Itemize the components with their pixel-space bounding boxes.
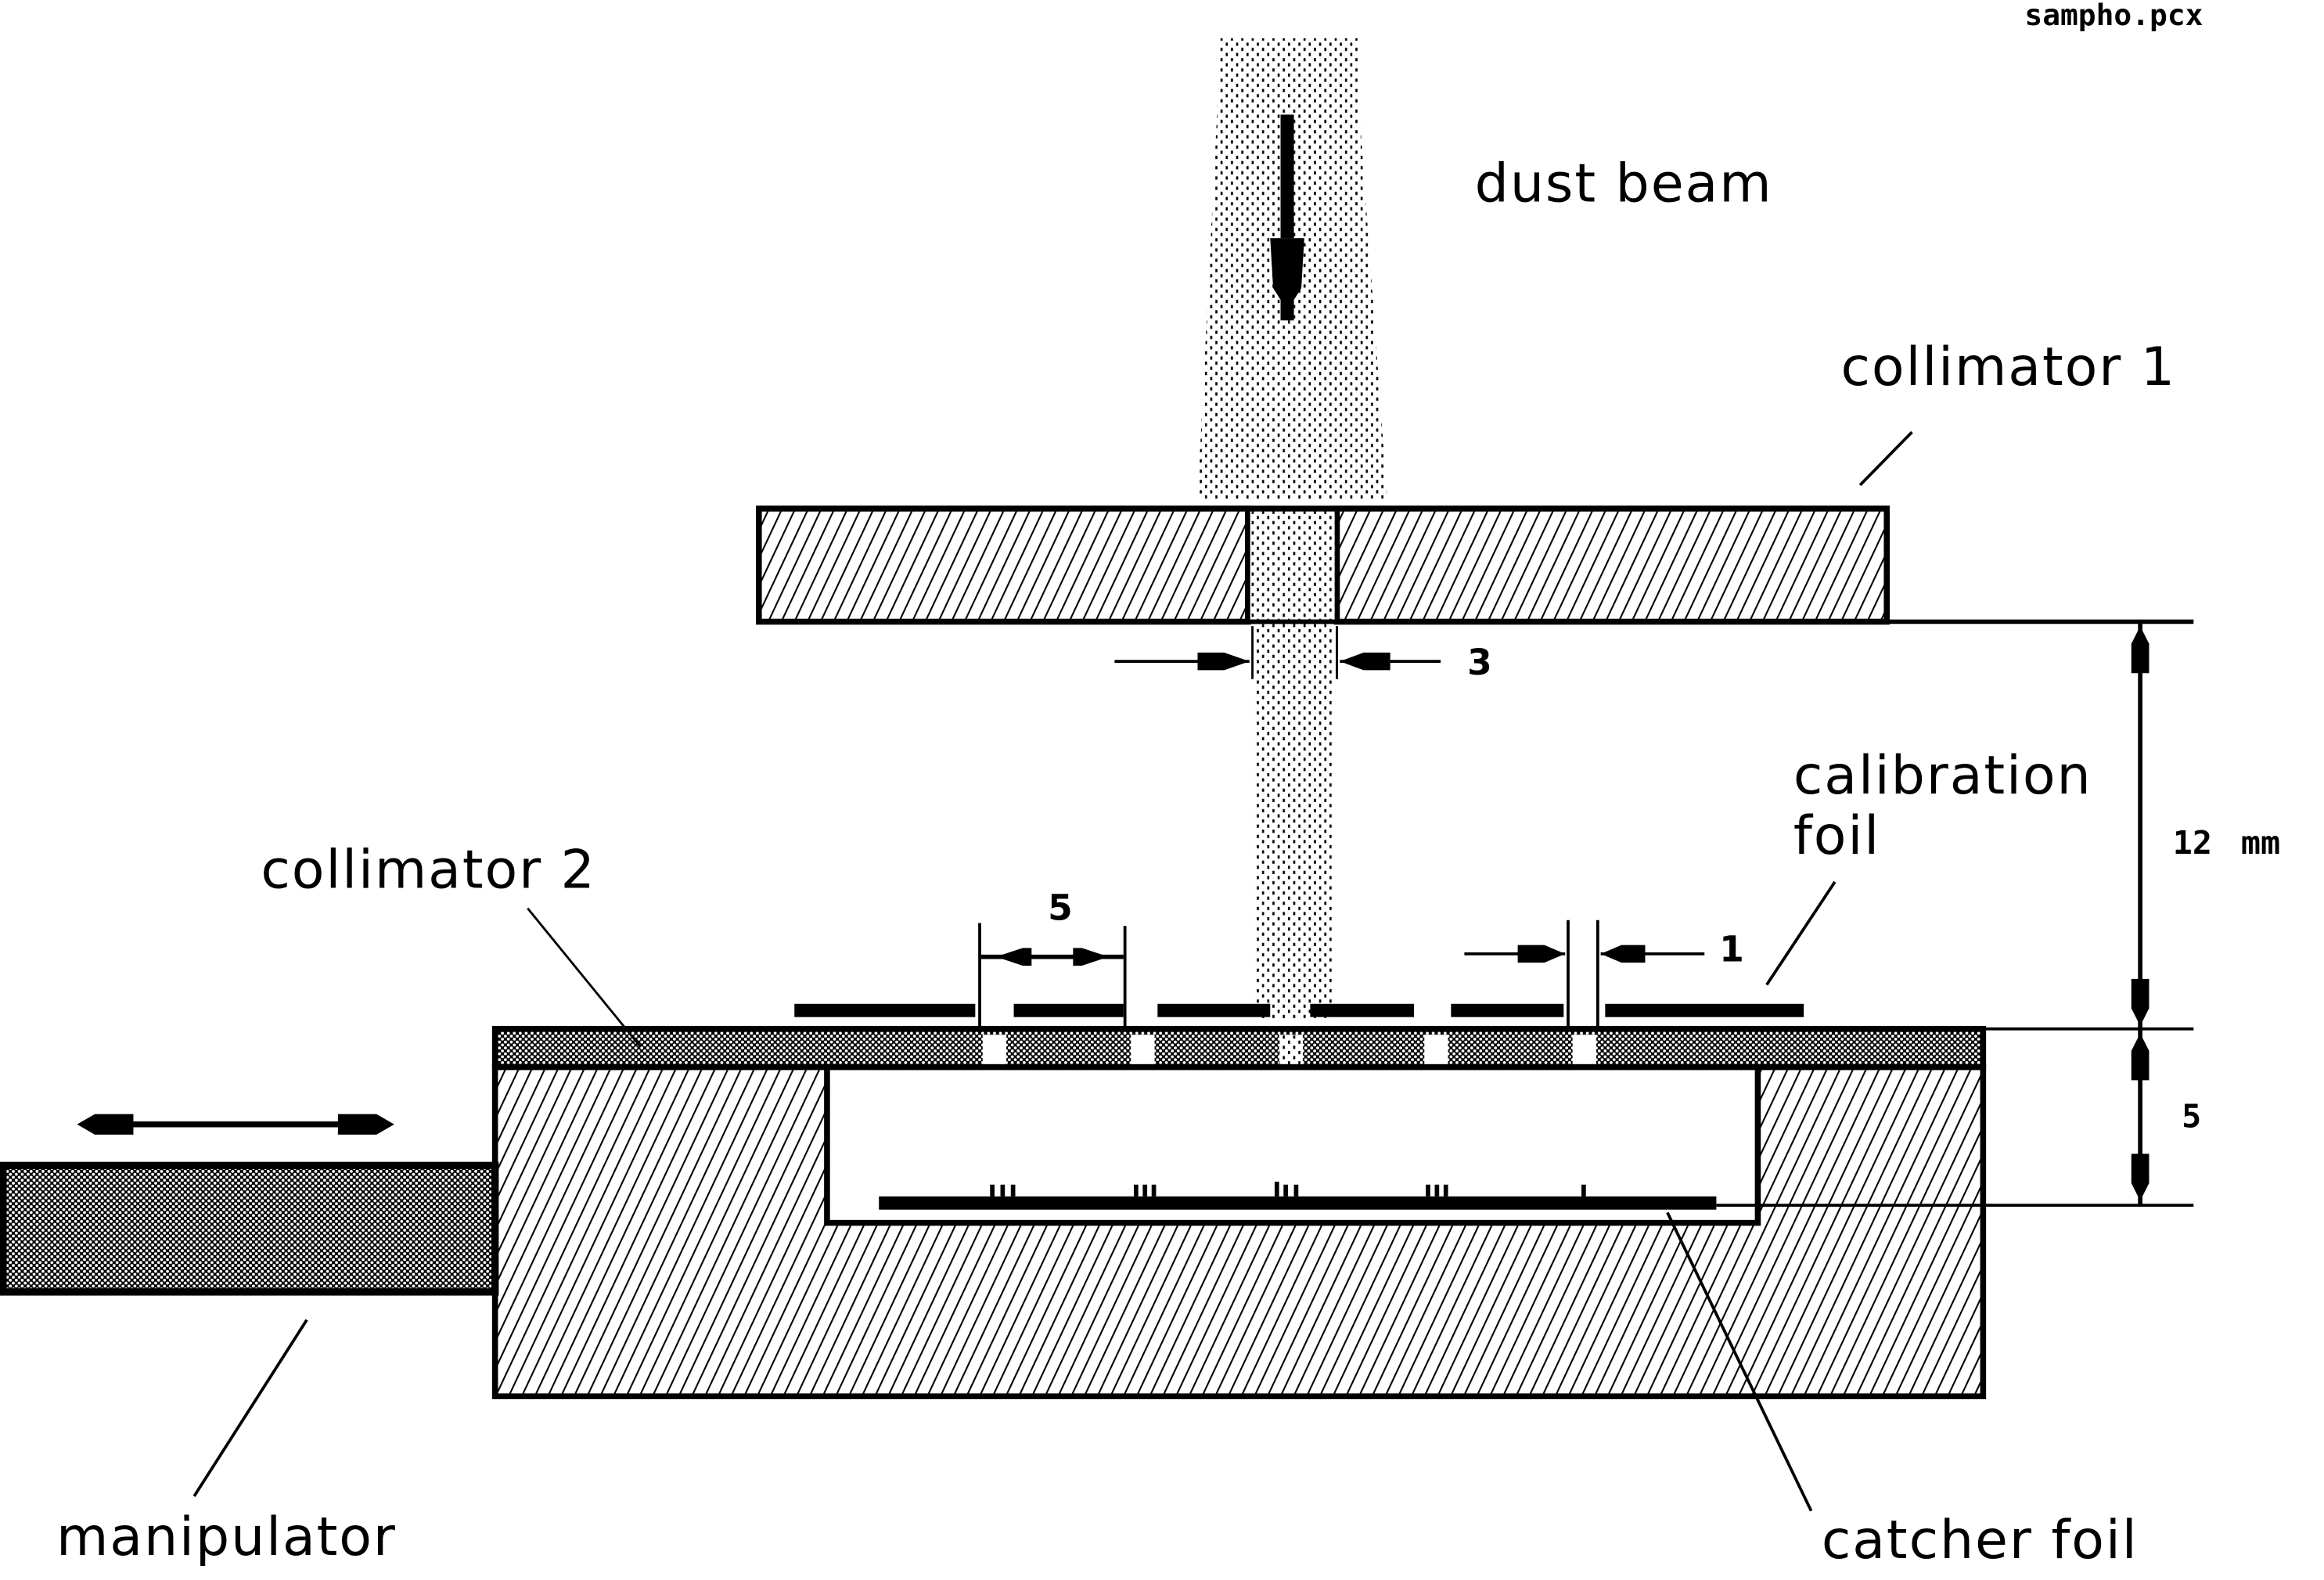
catcher-foil [879, 1182, 2194, 1210]
aperture-3-value: 3 [1467, 642, 1492, 683]
calibration-foil-leader [1765, 880, 1837, 986]
calibration-foil-label-line2: foil [1793, 805, 1880, 867]
collimator-1-leader [1858, 430, 1913, 487]
aperture-dimension-3: 3 [1114, 626, 1492, 683]
sample-holder [491, 1064, 1987, 1399]
pitch-5-value: 5 [1048, 887, 1073, 929]
calibration-foil [794, 1003, 1804, 1017]
manipulator-arm[interactable] [0, 1161, 499, 1296]
double-arrow-horizontal-icon [77, 1114, 394, 1135]
manipulator-leader [192, 1319, 308, 1497]
pitch-dimension-5: 5 [978, 887, 1127, 1029]
arrow-down-icon [1270, 114, 1304, 321]
collimator-2-label: collimator 2 [261, 840, 595, 902]
aperture-dimension-1: 1 [1464, 920, 1744, 1029]
dust-beam-label: dust beam [1475, 153, 1773, 215]
collimator-1 [756, 506, 2194, 625]
calibration-foil-label-line1: calibration [1793, 745, 2092, 807]
collimator-2 [491, 1025, 2194, 1071]
collimator-1-label: collimator 1 [1841, 337, 2176, 398]
file-name-label: sampho.pcx [2024, 0, 2203, 32]
depth-dimension-5: 5 [2131, 1028, 2201, 1206]
depth-5-value: 5 [2182, 1097, 2201, 1136]
collimator-2-leader [527, 907, 642, 1048]
aperture-1-value: 1 [1719, 928, 1744, 970]
gap-unit: mm [2241, 823, 2280, 862]
gap-12-value: 12 [2173, 823, 2212, 862]
catcher-foil-leader [1666, 1211, 1813, 1512]
manipulator-label: manipulator [56, 1506, 397, 1568]
catcher-foil-label: catcher foil [1822, 1510, 2139, 1571]
gap-dimension-12mm: 12 mm [2131, 623, 2280, 1029]
